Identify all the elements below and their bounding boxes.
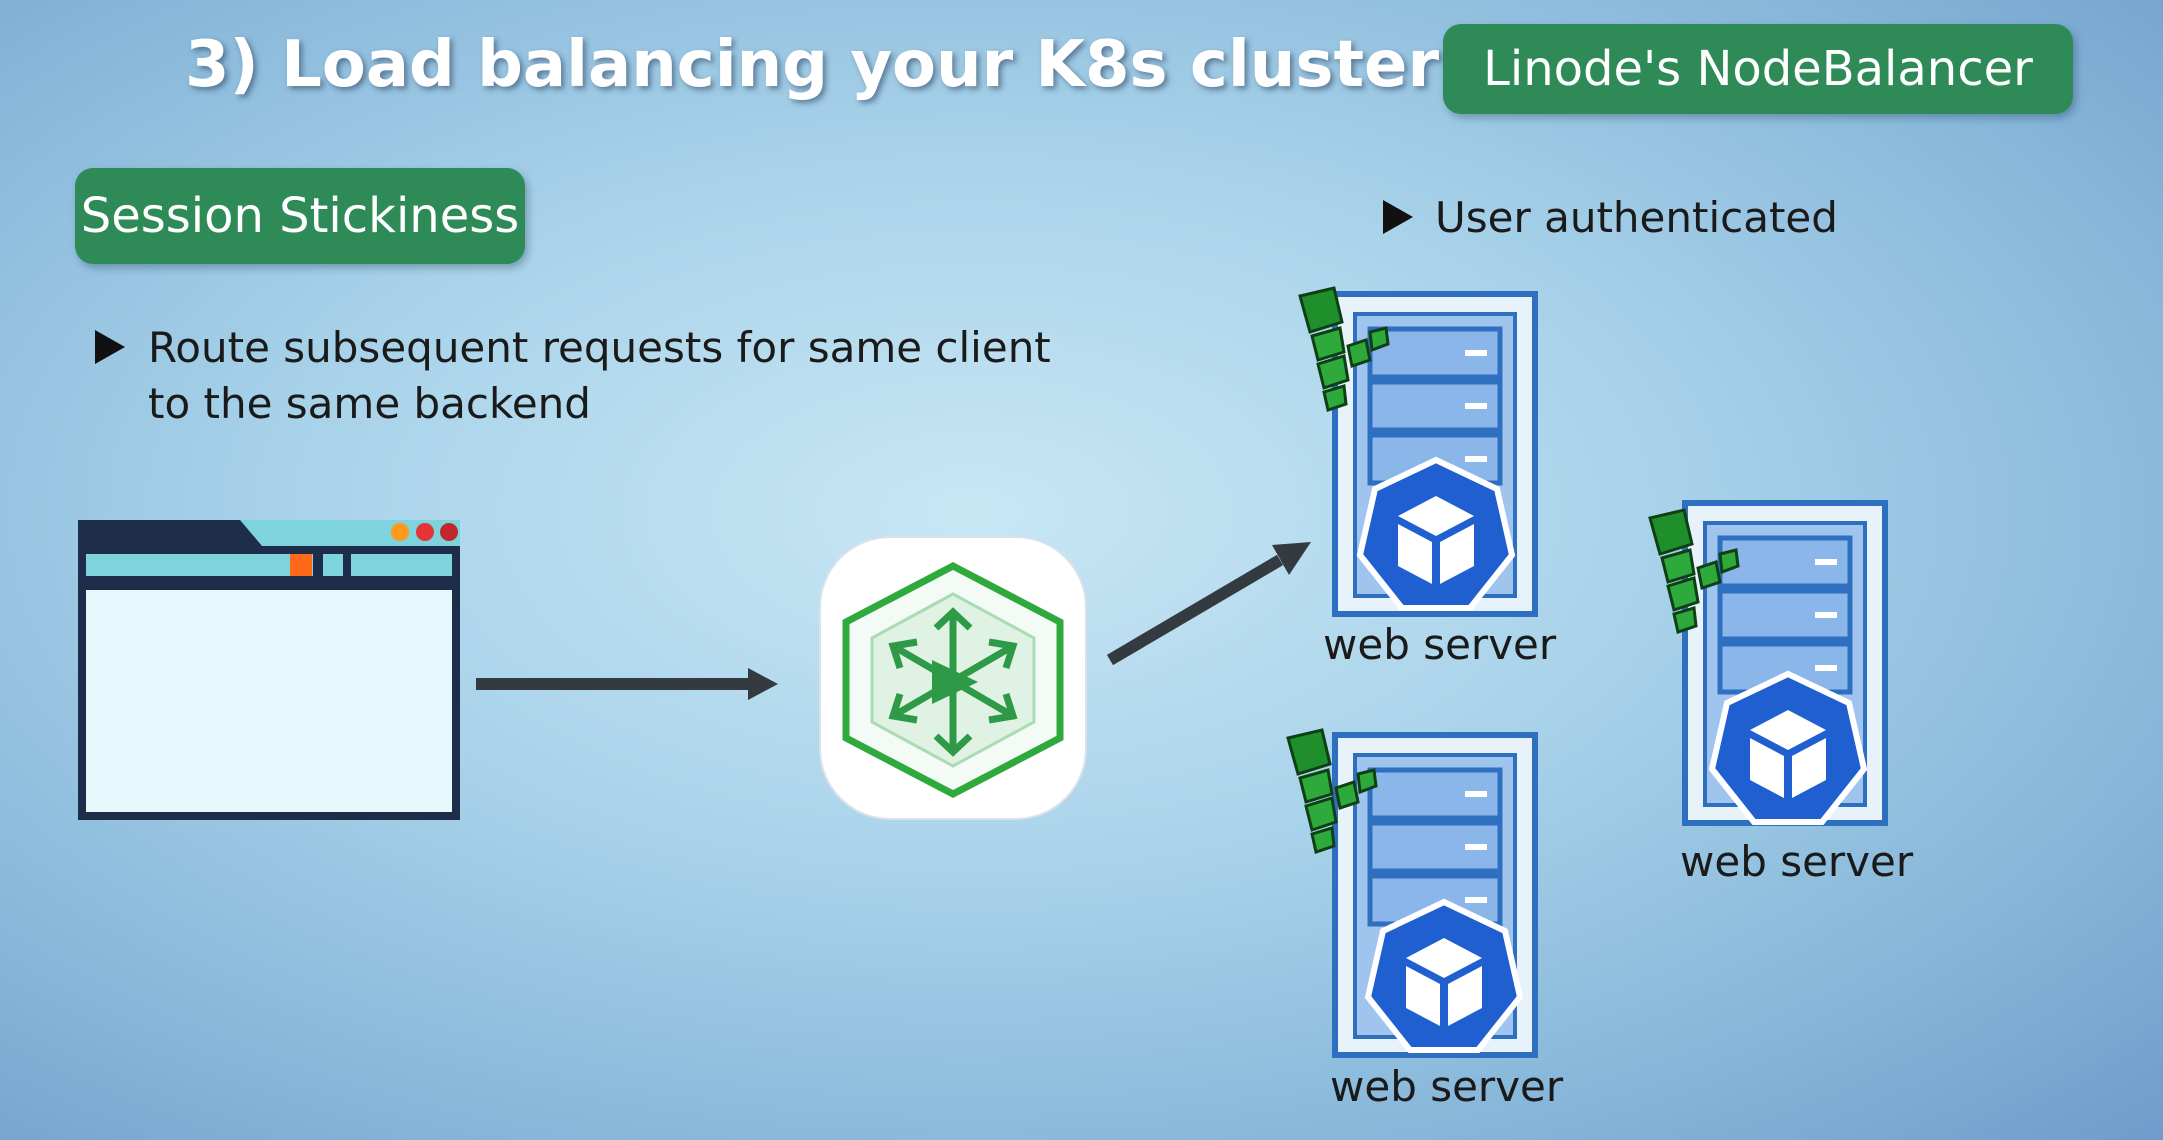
web-server-label-1: web server [1323,620,1557,669]
nodebalancer-badge: Linode's NodeBalancer [1443,24,2073,114]
web-server-3 [1648,503,1885,823]
web-server-label-3: web server [1680,837,1914,886]
route-bullet-line1: Route subsequent requests for same clien… [148,323,1051,372]
nodebalancer-icon [819,536,1087,820]
browser-window-icon [78,520,460,820]
kubernetes-icon [1712,674,1864,822]
bullet-triangle-icon [1383,200,1413,234]
arrow-icon [476,668,778,700]
arrow-icon [1106,542,1311,666]
route-bullet: Route subsequent requests for same clien… [148,320,1051,432]
slide-title: 3) Load balancing your K8s cluster [185,28,1439,102]
auth-bullet: User authenticated [1435,193,1838,242]
session-stickiness-badge: Session Stickiness [75,168,525,264]
bullet-triangle-icon [95,330,125,364]
route-bullet-line2: to the same backend [148,379,591,428]
web-server-label-2: web server [1330,1062,1564,1111]
web-server-1 [1298,286,1535,614]
kubernetes-icon [1368,902,1520,1050]
kubernetes-icon [1360,460,1512,608]
web-server-2 [1286,728,1535,1055]
